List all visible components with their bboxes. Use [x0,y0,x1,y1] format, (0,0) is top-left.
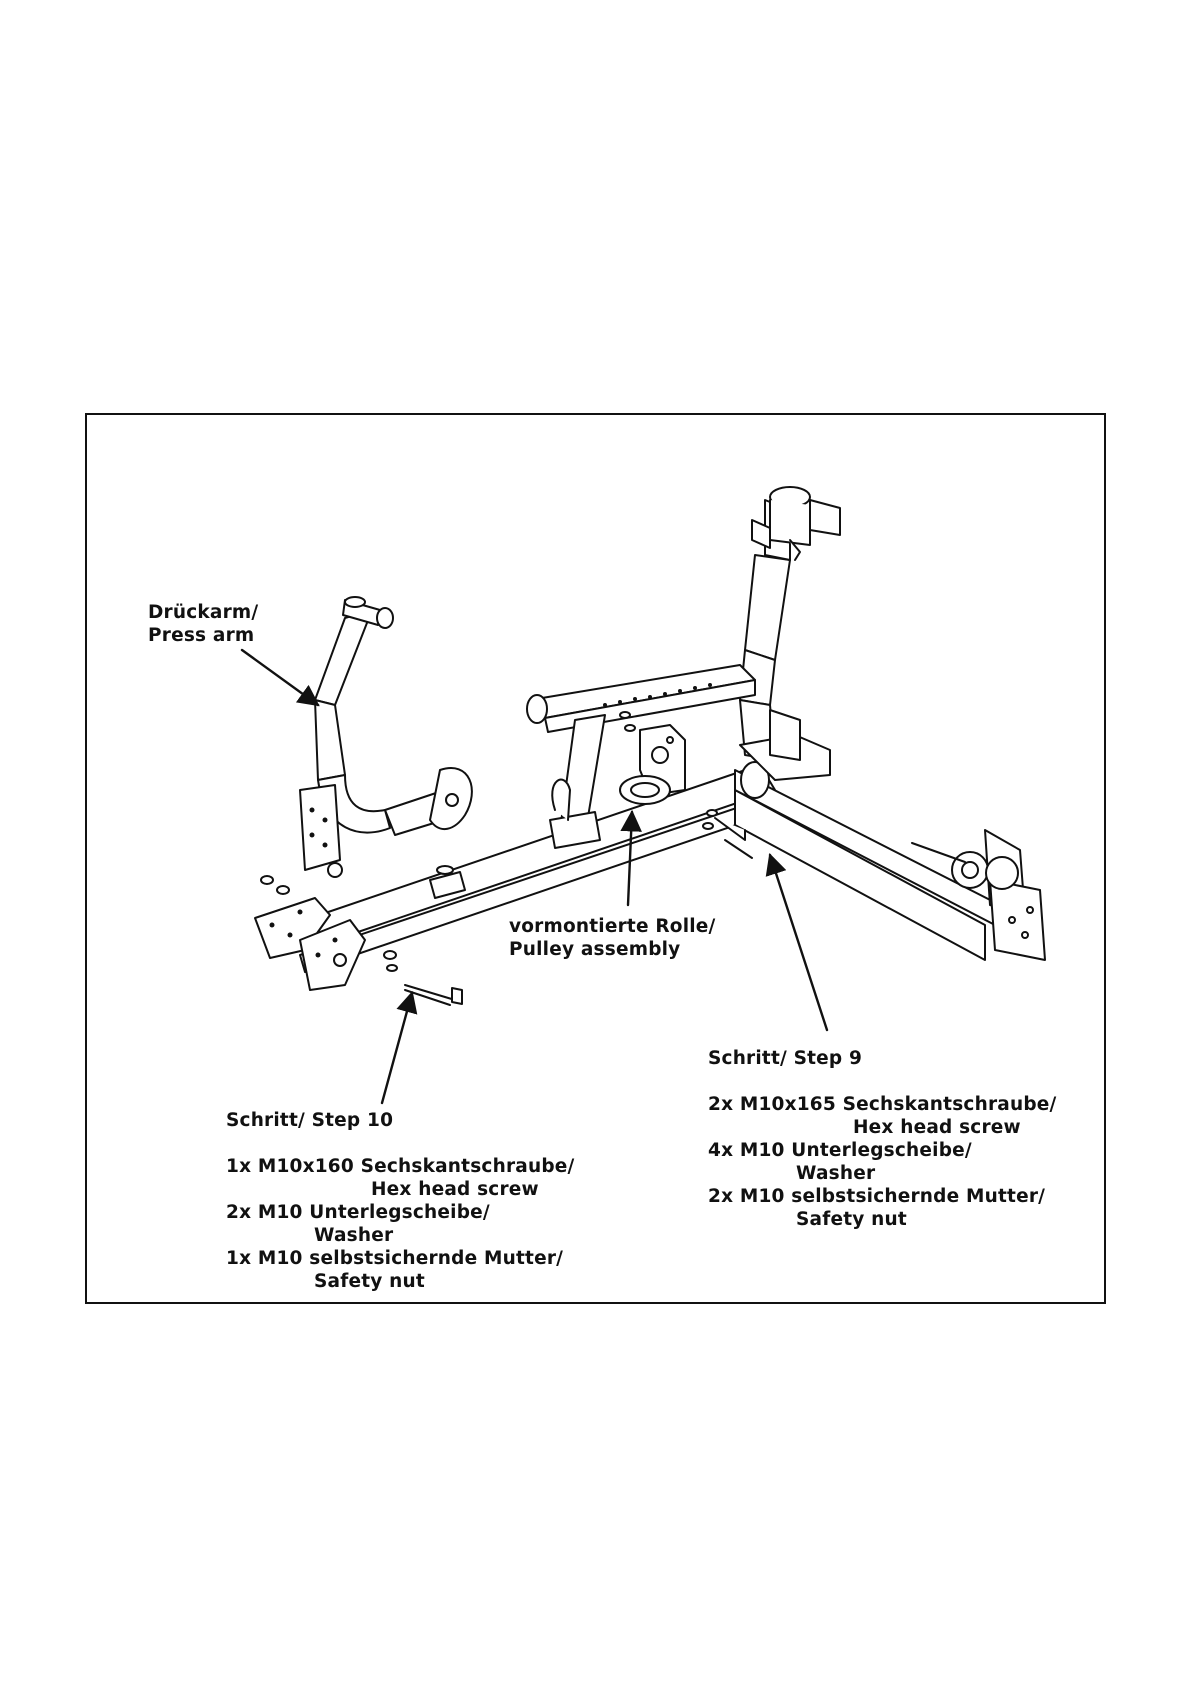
step10-part-nut: 1x M10 selbstsichernde Mutter/ [226,1248,564,1269]
loose-hardware [260,711,753,1006]
step10-arrow [380,990,418,1105]
step10-part-screw: 1x M10x160 Sechskantschraube/ [226,1156,575,1177]
step10-block: Schritt/ Step 10 1x M10x160 Sechskantsch… [226,1110,575,1292]
diagram-frame [85,413,1106,1304]
step9-title: Schritt/ Step 9 [708,1048,863,1069]
step10-part-washer: 2x M10 Unterlegscheibe/ [226,1202,490,1223]
centre-bracket [429,865,466,899]
step9-arrow [765,852,829,1032]
step9-part-screw: 2x M10x165 Sechskantschraube/ [708,1094,1057,1115]
pulley-assembly [619,724,686,805]
left-front-foot-plates [254,897,366,991]
step9-part-washer: 4x M10 Unterlegscheibe/ [708,1140,972,1161]
seat-rail-rear-bracket [739,709,831,781]
pulley-arrow [620,809,642,907]
press-arm-arrow [240,648,320,707]
step9-part-nut: 2x M10 selbstsichernde Mutter/ [708,1186,1046,1207]
step9-block: Schritt/ Step 9 2x M10x165 Sechskantschr… [708,1048,1057,1230]
press-arm-drawing [299,596,473,878]
pulley-label: vormontierte Rolle/ Pulley assembly [509,916,716,960]
upright-column [739,486,841,761]
seat-rail-support [549,714,606,849]
step10-title: Schritt/ Step 10 [226,1110,394,1131]
press-arm-label: Drückarm/ Press arm [148,602,259,646]
main-frame-rail [289,764,781,973]
right-rear-bracket [911,829,1046,961]
